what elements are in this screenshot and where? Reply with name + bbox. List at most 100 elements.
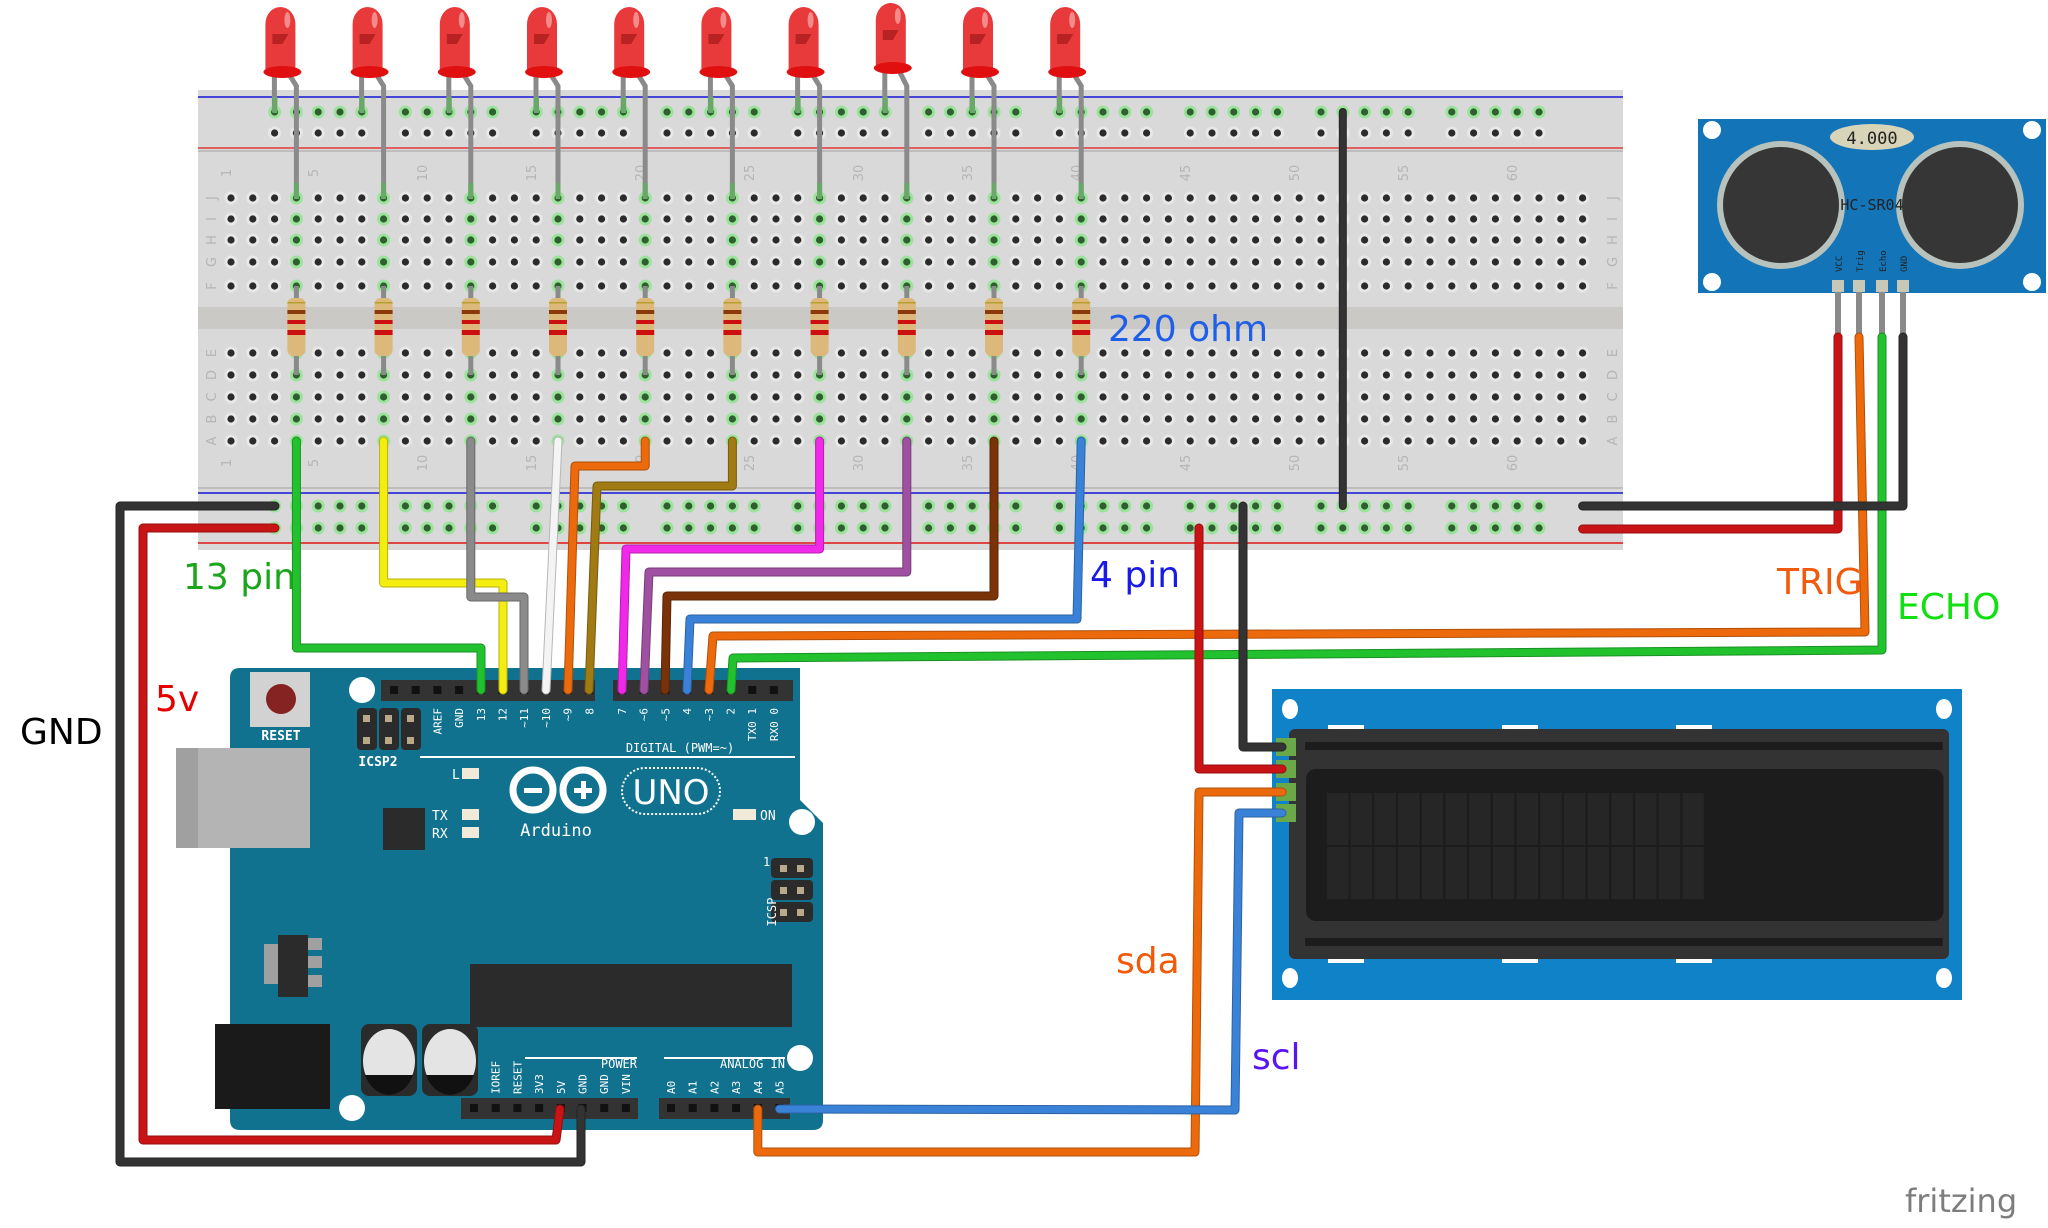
breadboard-hole — [510, 282, 518, 290]
digital-pin[interactable] — [769, 686, 778, 694]
wire-pin8[interactable] — [585, 437, 736, 694]
wire-sensor-vcc[interactable] — [1579, 333, 1842, 533]
breadboard-hole — [1034, 437, 1042, 445]
breadboard-hole — [1055, 502, 1063, 510]
wire-pin10[interactable] — [542, 437, 562, 694]
breadboard-hole — [510, 371, 518, 379]
breadboard-hole — [1230, 524, 1238, 532]
lcd-char-cell — [1350, 847, 1373, 899]
breadboard-hole — [1186, 502, 1194, 510]
breadboard-hole — [1012, 371, 1020, 379]
wire-pin4[interactable] — [683, 437, 1085, 694]
reset-button[interactable] — [266, 684, 296, 714]
column-number: 60 — [1506, 455, 1521, 472]
atmega-chip — [470, 964, 792, 1027]
breadboard-hole — [619, 371, 628, 379]
breadboard-hole — [925, 524, 933, 532]
resistor[interactable] — [810, 298, 829, 356]
wire-pin11[interactable] — [467, 437, 528, 694]
lcd-clip — [1502, 958, 1538, 963]
digital-pin[interactable] — [455, 686, 464, 694]
breadboard-hole — [663, 258, 671, 266]
resistor[interactable] — [461, 298, 480, 356]
usb-port-edge — [176, 748, 198, 848]
breadboard-hole — [489, 215, 497, 223]
breadboard-hole — [707, 502, 715, 510]
digital-pin[interactable] — [390, 686, 398, 694]
wire-pin12[interactable] — [380, 437, 507, 694]
resistor[interactable] — [287, 298, 306, 356]
breadboard-hole — [1121, 393, 1129, 401]
power-pin[interactable] — [470, 1104, 478, 1112]
analog-pin[interactable] — [688, 1104, 697, 1112]
resistor[interactable] — [723, 298, 742, 356]
wire-pin13[interactable] — [292, 437, 485, 694]
wire-pin5[interactable] — [661, 437, 998, 694]
breadboard-hole — [292, 415, 300, 423]
analog-pin[interactable] — [732, 1104, 741, 1112]
breadboard-hole — [1470, 371, 1478, 379]
breadboard-hole — [1230, 415, 1238, 423]
resistor-band-gold — [374, 302, 393, 304]
sensor-model-label: HC-SR04 — [1840, 196, 1903, 214]
breadboard-hole — [445, 393, 453, 401]
breadboard-hole — [1361, 371, 1369, 379]
wire-pin6[interactable] — [640, 437, 911, 694]
icsp2-label: ICSP2 — [358, 755, 397, 770]
wire-trig[interactable] — [705, 333, 1869, 694]
resistor[interactable] — [374, 298, 393, 356]
breadboard-hole — [1252, 349, 1260, 357]
wire-echo[interactable] — [727, 333, 1886, 694]
breadboard-hole — [1448, 129, 1456, 137]
wire-lcd-gnd[interactable] — [1239, 502, 1286, 751]
breadboard-hole — [1382, 194, 1390, 202]
led-base — [612, 66, 651, 78]
wire-pin7[interactable] — [618, 437, 824, 694]
wire-pin9[interactable] — [564, 437, 649, 694]
digital-pin[interactable] — [433, 686, 442, 694]
breadboard-hole — [1579, 194, 1587, 202]
digital-pin[interactable] — [748, 686, 757, 694]
breadboard-hole — [685, 349, 693, 357]
analog-pin[interactable] — [667, 1104, 675, 1112]
power-pin[interactable] — [621, 1104, 630, 1112]
breadboard-hole — [794, 371, 802, 379]
breadboard-hole — [1143, 194, 1151, 202]
analog-pin[interactable] — [710, 1104, 719, 1112]
resistor[interactable] — [636, 298, 655, 356]
wire-5v[interactable] — [139, 524, 564, 1144]
wire-lcd-vcc[interactable] — [1195, 524, 1286, 773]
sensor-pin-pad — [1897, 280, 1909, 292]
power-pin[interactable] — [535, 1104, 544, 1112]
resistor[interactable] — [549, 298, 567, 356]
breadboard-hole — [1513, 108, 1521, 116]
wire-gnd[interactable] — [116, 502, 585, 1166]
power-pin[interactable] — [600, 1104, 609, 1112]
digital-pin-label: ~3 — [703, 708, 716, 721]
breadboard-hole — [1252, 194, 1260, 202]
wire-sensor-gnd[interactable] — [1579, 333, 1907, 510]
wire-sda-outline — [753, 787, 1287, 1157]
power-pin[interactable] — [513, 1104, 522, 1112]
lcd-char-cell — [1516, 793, 1538, 845]
breadboard-hole — [1361, 108, 1369, 116]
breadboard-hole — [794, 502, 802, 510]
wire-scl[interactable] — [776, 809, 1286, 1114]
breadboard-hole — [1295, 282, 1303, 290]
wire-sda[interactable] — [754, 788, 1286, 1156]
breadboard-hole — [881, 502, 889, 510]
lcd-char-cell — [1516, 847, 1538, 899]
sensor-pin-label: Echo — [1879, 250, 1889, 272]
breadboard-hole — [1295, 194, 1303, 202]
power-pin[interactable] — [491, 1104, 500, 1112]
breadboard-hole — [489, 437, 497, 445]
breadboard-hole — [271, 194, 279, 202]
digital-pin[interactable] — [411, 686, 420, 694]
lcd-char-cell — [1682, 847, 1704, 899]
resistor[interactable] — [985, 298, 1003, 356]
breadboard-hole — [750, 258, 758, 266]
resistor[interactable] — [897, 298, 916, 356]
led-l-label: L — [452, 768, 460, 783]
resistor[interactable] — [1072, 298, 1091, 356]
breadboard-hole — [1491, 415, 1499, 423]
